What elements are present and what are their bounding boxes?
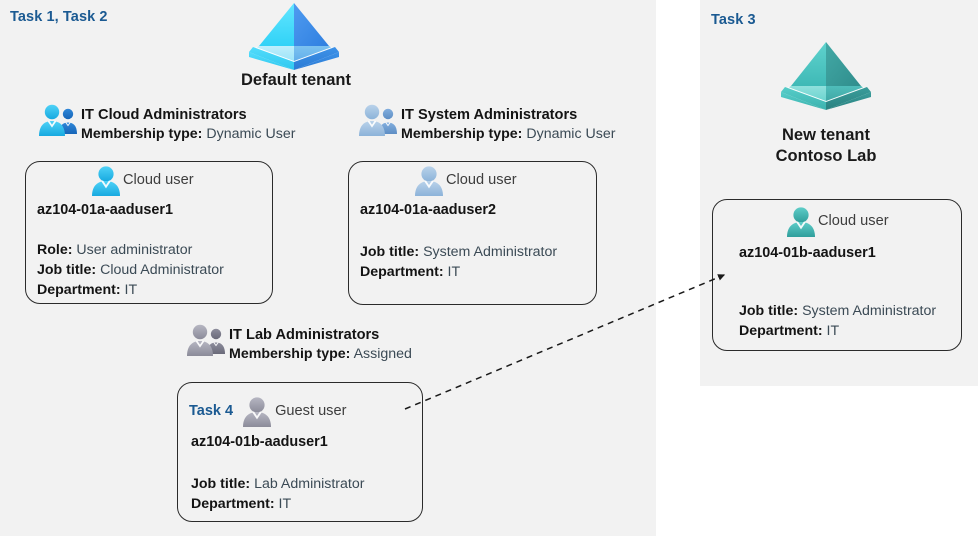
property-value: User administrator [76,242,193,258]
property-value: Lab Administrator [254,476,365,492]
property-label: Department: [37,282,121,299]
group-users-icon [186,330,222,360]
user-icon [243,397,269,425]
group-membership-label: Membership type: [229,346,351,363]
property-label: Department: [191,496,275,513]
property-job-title: Job title: System Administrator [360,242,557,262]
property-label: Job title: [191,476,251,492]
user-card-header: Cloud user [91,166,194,194]
group-membership-value: Assigned [353,346,412,363]
property-job-title: Job title: Cloud Administrator [37,260,224,280]
group-it-cloud-administrators: IT Cloud Administrators Membership type:… [38,106,295,144]
property-value: Cloud Administrator [100,262,224,279]
default-tenant-label: Default tenant [196,70,396,91]
property-department: Department: IT [360,262,557,282]
property-label: Job title: [37,262,97,279]
group-it-lab-administrators: IT Lab Administrators Membership type: A… [186,326,412,364]
user-icon [414,166,440,194]
user-upn: az104-01b-aaduser1 [191,434,328,450]
default-tenant-title: Default tenant [240,71,351,89]
user-properties: Job title: System Administrator Departme… [739,301,936,341]
user-kind: Cloud user [818,213,889,229]
property-label: Department: [360,264,444,281]
property-department: Department: IT [191,494,364,514]
user-card-header: Task 4 Guest user [189,397,346,425]
new-tenant-title-line2: Contoso Lab [775,147,877,166]
group-membership-label: Membership type: [401,126,523,143]
group-users-icon [358,110,394,140]
task-tag-guest: Task 4 [189,403,234,419]
group-membership-value: Dynamic User [526,126,616,143]
user-kind: Cloud user [123,172,194,188]
user-card-az104-01a-aaduser1[interactable] [25,161,273,304]
group-membership-value: Dynamic User [206,126,296,143]
property-job-title: Job title: Lab Administrator [191,474,364,494]
task-tag-right: Task 3 [711,12,756,28]
group-membership: Membership type: Assigned [229,345,412,364]
property-value: IT [278,496,292,513]
group-membership: Membership type: Dynamic User [81,125,295,144]
property-label: Job title: [360,244,420,260]
user-properties: Role: User administrator Job title: Clou… [37,240,224,300]
user-properties: Job title: System Administrator Departme… [360,242,557,282]
property-value: System Administrator [802,303,937,319]
group-membership: Membership type: Dynamic User [401,125,615,144]
user-kind: Cloud user [446,172,517,188]
user-upn: az104-01a-aaduser1 [37,202,174,218]
user-upn: az104-01a-aaduser2 [360,202,497,218]
user-card-header: Cloud user [786,207,889,235]
group-name: IT Cloud Administrators [81,107,247,123]
user-properties: Job title: Lab Administrator Department:… [191,474,364,514]
group-users-icon [38,110,74,140]
group-membership-label: Membership type: [81,126,203,143]
task-tag-left: Task 1, Task 2 [10,9,108,25]
new-tenant-label: New tenant Contoso Lab [726,125,926,167]
user-kind: Guest user [275,403,347,419]
user-icon [91,166,117,194]
group-name: IT System Administrators [401,107,578,123]
property-role: Role: User administrator [37,240,224,260]
user-icon [786,207,812,235]
default-tenant-panel [0,0,656,536]
property-label: Job title: [739,303,799,319]
property-value: IT [826,323,840,340]
group-name: IT Lab Administrators [229,327,380,343]
property-job-title: Job title: System Administrator [739,301,936,321]
property-department: Department: IT [739,321,936,341]
property-value: IT [447,264,461,281]
property-label: Department: [739,323,823,340]
property-department: Department: IT [37,280,224,300]
user-card-guest-az104-01b-aaduser1[interactable] [177,382,423,522]
new-tenant-title-line1: New tenant [781,126,870,144]
group-it-system-administrators: IT System Administrators Membership type… [358,106,615,144]
user-card-header: Cloud user [414,166,517,194]
property-value: System Administrator [423,244,558,260]
property-label: Role: [37,242,73,258]
property-value: IT [124,282,138,299]
user-upn: az104-01b-aaduser1 [739,245,876,261]
